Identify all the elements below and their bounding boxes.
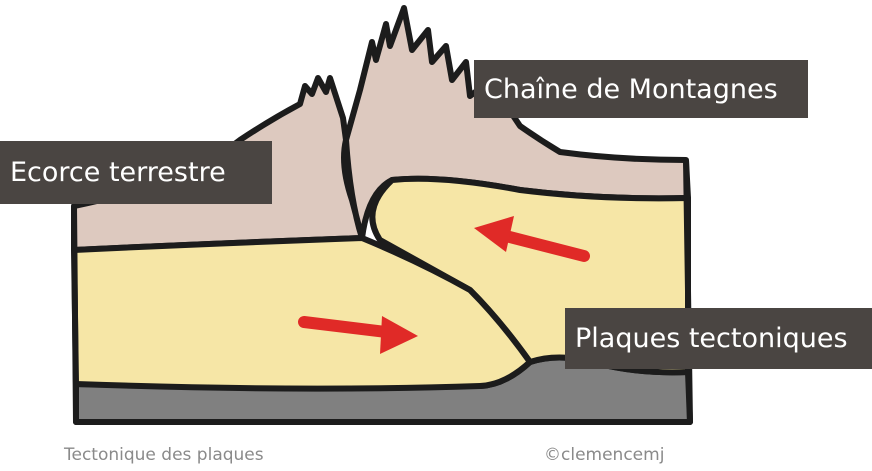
caption-credit: ©clemencemj: [544, 445, 664, 465]
label-earth-crust: Ecorce terrestre: [0, 141, 272, 204]
label-mountain-range: Chaîne de Montagnes: [474, 60, 808, 118]
caption-title: Tectonique des plaques: [64, 445, 264, 465]
label-tectonic-plates: Plaques tectoniques: [565, 308, 872, 369]
